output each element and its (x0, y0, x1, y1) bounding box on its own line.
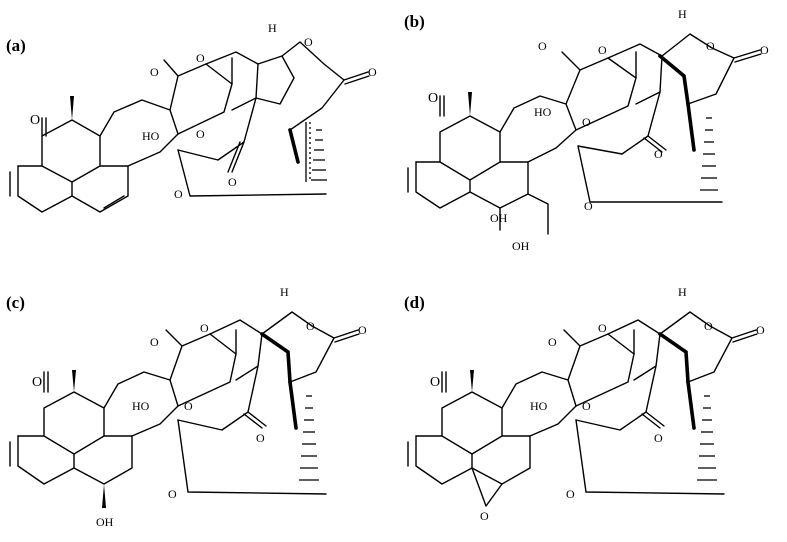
atom-label: O (196, 127, 205, 141)
atom-label: O (654, 431, 663, 445)
atom-label: OH (96, 515, 114, 529)
atom-label: HO (530, 399, 548, 413)
atom-label: O (428, 91, 438, 106)
atom-label: O (304, 35, 313, 49)
atom-label: O (150, 335, 159, 349)
atom-label: O (582, 399, 591, 413)
atom-label: O (598, 43, 607, 57)
atom-label: O (196, 51, 205, 65)
atom-label: O (704, 319, 713, 333)
panel-label-a: (a) (6, 36, 26, 55)
atom-label: HO (142, 129, 160, 143)
structure-b: O O O H O O HO O O OH OH O (407, 7, 769, 253)
panel-label-c: (c) (6, 293, 25, 312)
atom-label: HO (132, 399, 150, 413)
atom-label: O (256, 431, 265, 445)
atom-label: O (150, 65, 159, 79)
atom-label: O (582, 115, 591, 129)
atom-label: O (168, 487, 177, 501)
atom-label: O (228, 175, 237, 189)
structure-d: O O O H O O HO O O O O (407, 285, 765, 523)
atom-label: H (678, 7, 687, 21)
panel-label-b: (b) (404, 12, 425, 31)
atom-label: O (200, 321, 209, 335)
atom-label: O (174, 187, 183, 201)
atom-label: O (598, 321, 607, 335)
atom-label: OH (512, 239, 530, 253)
atom-label: O (706, 39, 715, 53)
atom-label: O (584, 199, 593, 213)
atom-label: O (32, 375, 42, 390)
atom-label: O (756, 323, 765, 337)
structure-a: O O O O H O HO O O O (9, 21, 377, 213)
atom-label: O (430, 375, 440, 390)
atom-label: O (480, 509, 489, 523)
atom-label: O (358, 323, 367, 337)
atom-label: OH (490, 211, 508, 225)
atom-label: H (678, 285, 687, 299)
atom-label: O (30, 113, 40, 128)
atom-label: HO (534, 105, 552, 119)
atom-label: O (548, 335, 557, 349)
atom-label: O (368, 65, 377, 79)
atom-label: H (280, 285, 289, 299)
atom-label: O (760, 43, 769, 57)
atom-label: O (538, 39, 547, 53)
structure-c: O O O H O O HO O O O OH (9, 285, 367, 529)
panel-label-d: (d) (404, 293, 425, 312)
atom-label: O (654, 147, 663, 161)
atom-label: O (184, 399, 193, 413)
atom-label: H (268, 21, 277, 35)
atom-label: O (306, 319, 315, 333)
atom-label: O (566, 487, 575, 501)
